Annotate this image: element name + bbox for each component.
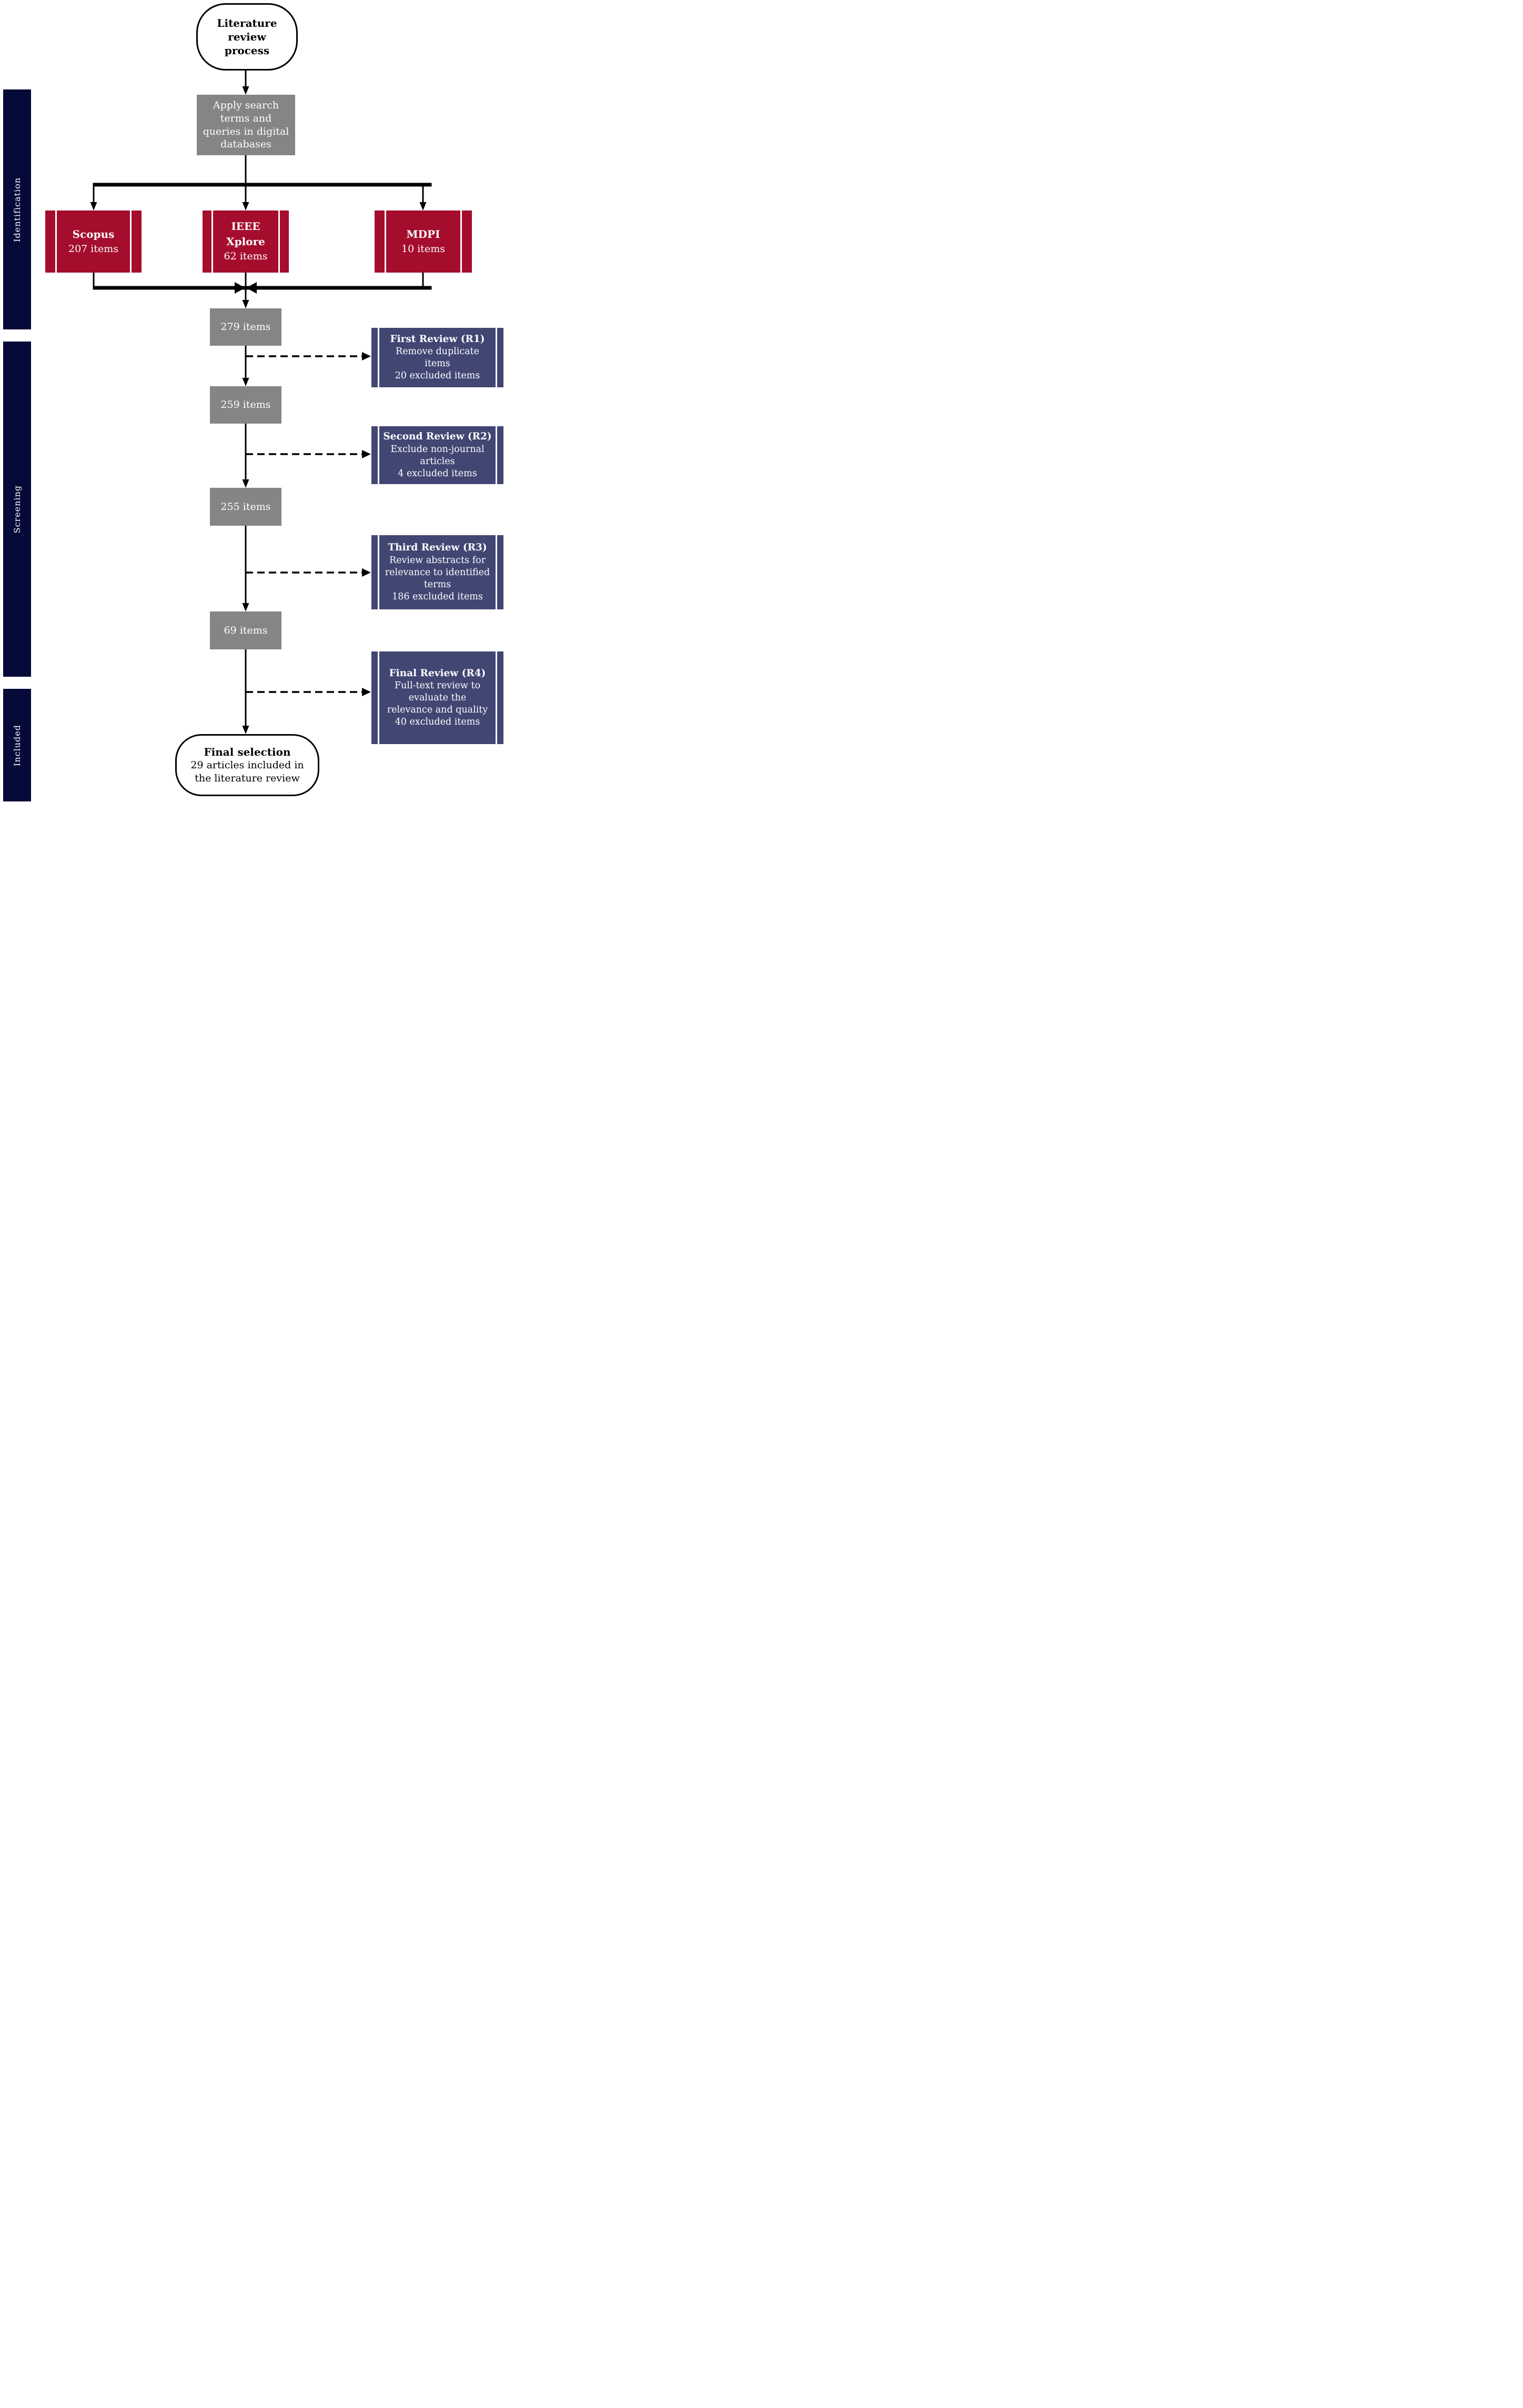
- r2-description: Exclude non-journal articles: [390, 444, 485, 467]
- count-69-label: 69 items: [224, 624, 268, 636]
- r2-excluded: 4 excluded items: [398, 468, 477, 479]
- r1-left-strip: [371, 328, 378, 387]
- count-255-label: 255 items: [220, 500, 271, 513]
- count-279-label: 279 items: [220, 321, 271, 333]
- r3-left-strip: [371, 535, 378, 609]
- source-box-mdpi: MDPI 10 items: [375, 210, 472, 273]
- ieee-right-strip: [280, 210, 289, 273]
- r4-title: Final Review (R4): [389, 667, 486, 679]
- source-box-ieee: IEEE Xplore 62 items: [203, 210, 289, 273]
- start-terminal: Literature review process: [196, 3, 298, 71]
- r1-title: First Review (R1): [390, 333, 485, 345]
- mdpi-count: 10 items: [401, 243, 445, 255]
- r4-description: Full-text review to evaluate the relevan…: [387, 680, 488, 716]
- source-box-scopus: Scopus 207 items: [45, 210, 142, 273]
- mdpi-right-strip: [462, 210, 472, 273]
- scopus-left-strip: [45, 210, 55, 273]
- count-box-259: 259 items: [210, 386, 281, 424]
- stage-bar-identification: Identification: [3, 89, 31, 329]
- flowchart-canvas: Identification Screening Included Litera…: [0, 0, 508, 803]
- r4-left-strip: [371, 651, 378, 744]
- ieee-name: IEEE Xplore: [226, 220, 265, 248]
- r4-right-strip: [497, 651, 503, 744]
- end-terminal: Final selection 29 articles included in …: [175, 734, 319, 796]
- stage-label-identification: Identification: [12, 177, 22, 242]
- r2-title: Second Review (R2): [383, 431, 492, 443]
- r1-description: Remove duplicate items: [396, 346, 479, 369]
- count-259-label: 259 items: [220, 399, 271, 411]
- stage-label-included: Included: [12, 724, 22, 766]
- scopus-right-strip: [132, 210, 142, 273]
- scopus-name: Scopus: [72, 227, 115, 240]
- review-box-r2: Second Review (R2) Exclude non-journal a…: [371, 426, 503, 484]
- r3-description: Review abstracts for relevance to identi…: [385, 555, 490, 590]
- start-terminal-label: Literature review process: [217, 17, 277, 57]
- end-terminal-title: Final selection: [204, 746, 291, 759]
- r3-excluded: 186 excluded items: [392, 591, 483, 602]
- review-box-r3: Third Review (R3) Review abstracts for r…: [371, 535, 503, 609]
- ieee-left-strip: [203, 210, 211, 273]
- r3-title: Third Review (R3): [388, 542, 487, 554]
- r2-left-strip: [371, 426, 378, 484]
- apply-search-label: Apply search terms and queries in digita…: [203, 99, 289, 150]
- r3-right-strip: [497, 535, 503, 609]
- end-terminal-description: 29 articles included in the literature r…: [190, 759, 304, 784]
- r2-right-strip: [497, 426, 503, 484]
- apply-search-box: Apply search terms and queries in digita…: [197, 95, 295, 155]
- review-box-r1: First Review (R1) Remove duplicate items…: [371, 328, 503, 387]
- stage-bar-screening: Screening: [3, 342, 31, 677]
- mdpi-name: MDPI: [406, 227, 440, 240]
- ieee-count: 62 items: [224, 250, 268, 263]
- count-box-255: 255 items: [210, 488, 281, 526]
- mdpi-left-strip: [375, 210, 385, 273]
- count-box-69: 69 items: [210, 611, 281, 649]
- scopus-count: 207 items: [68, 243, 119, 255]
- connector-lines: [90, 67, 432, 734]
- r1-excluded: 20 excluded items: [395, 370, 480, 382]
- stage-label-screening: Screening: [12, 485, 22, 534]
- count-box-279: 279 items: [210, 308, 281, 346]
- r1-right-strip: [497, 328, 503, 387]
- stage-bar-included: Included: [3, 689, 31, 801]
- review-box-r4: Final Review (R4) Full-text review to ev…: [371, 651, 503, 744]
- r4-excluded: 40 excluded items: [395, 717, 480, 728]
